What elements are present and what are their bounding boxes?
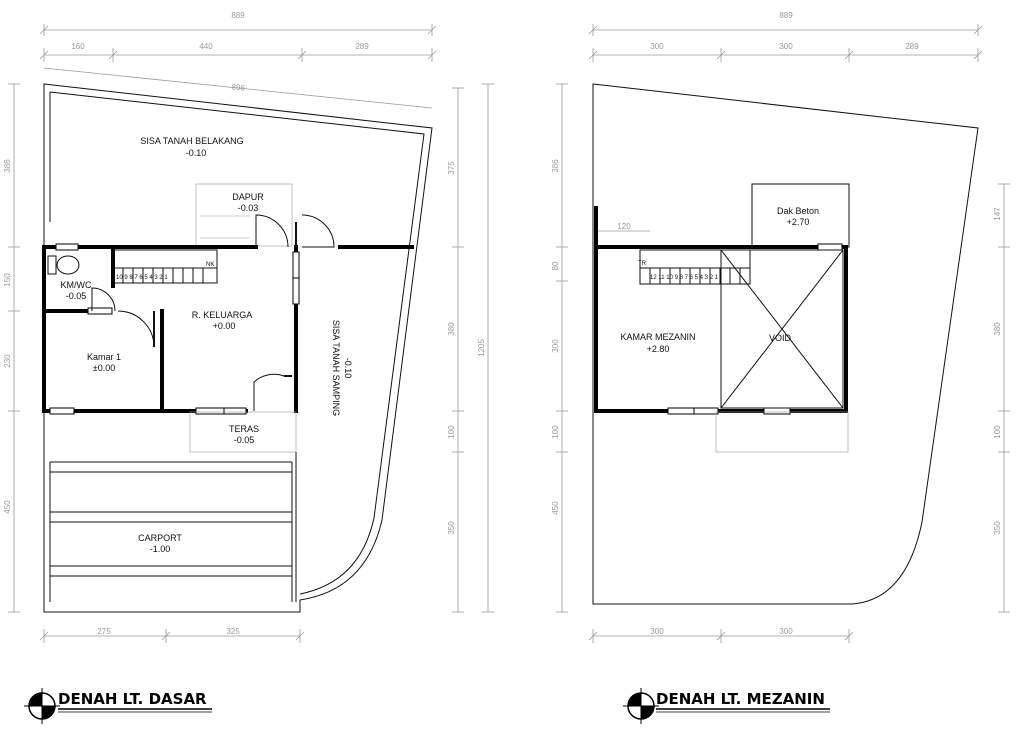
room-dapur-level: -0.03 [238,203,259,213]
room-samping-level: -0.10 [343,358,353,379]
ground-doors [91,214,335,411]
ground-title-block: DENAH LT. DASAR [24,688,212,724]
ground-floor-plan: 889 160 440 289 896 386 150 [3,11,494,643]
room-kmwc-name: KM/WC [61,280,92,290]
ground-right-dimensions: 375 380 100 350 1205 [447,83,494,613]
ground-dim-total: 889 [231,11,245,20]
mezz-dim-bottom-b: 300 [779,627,793,636]
ground-dim-diagonal: 896 [231,82,246,92]
ground-dim-left-a: 386 [3,159,12,173]
room-carport-name: CARPORT [138,533,182,543]
ground-bottom-dimensions: 275 325 [39,627,305,643]
room-teras-name: TERAS [229,424,259,434]
ground-stair-label: NK [206,262,214,268]
ground-window [49,407,75,415]
mezz-plan-title: DENAH LT. MEZANIN [656,690,825,708]
mezz-dim-right-d: 350 [993,521,1002,535]
mezz-dim-right-c: 100 [993,425,1002,439]
ground-dim-right-d: 350 [447,521,456,535]
ground-dim-left-b: 150 [3,273,12,287]
ground-dim-top-c: 289 [355,42,369,51]
mezz-site-boundary [592,83,979,605]
ground-window [223,407,247,415]
ground-top-dimensions: 889 160 440 289 896 [39,11,437,109]
ground-dim-bottom-a: 275 [97,627,111,636]
mezz-left-dimensions: 386 80 300 100 450 [551,83,568,613]
mezz-dim-left-c: 300 [551,339,560,353]
mezz-dim-bottom-a: 300 [650,627,664,636]
ground-dim-top-a: 160 [71,42,85,51]
ground-dim-right-total: 1205 [477,339,486,357]
mezz-dim-total: 889 [779,11,793,20]
room-dak-name: Dak Beton [777,206,819,216]
ground-dim-top-b: 440 [199,42,213,51]
mezz-window [817,243,843,251]
void-area [715,249,849,453]
mezz-dim-top-c: 289 [905,42,919,51]
ground-dim-left-c: 230 [3,354,12,368]
ground-stair-numbers: 10 9 8 7 6 5 4 3 2 1 [116,275,168,281]
mezz-top-dimensions: 889 300 300 289 [588,11,983,62]
room-mezanin-name: KAMAR MEZANIN [620,332,695,342]
ground-window [195,407,225,415]
mezzanine-floor-plan: 889 300 300 289 386 80 300 10 [551,11,1010,643]
mezz-dim-top-a: 300 [650,42,664,51]
section-marker-icon [24,688,60,724]
mezz-dim-left-b: 80 [551,261,560,270]
room-void-name: VOID [769,333,792,343]
teras-area [189,411,297,453]
room-samping-name: SISA TANAH SAMPING [331,320,341,416]
room-kamar1-name: Kamar 1 [87,352,121,362]
section-marker-icon [623,688,659,724]
ground-site-boundary-inner [49,91,425,595]
mezz-dim-top-b: 300 [779,42,793,51]
room-dapur-name: DAPUR [232,192,264,202]
room-dak-level: +2.70 [787,217,810,227]
ground-dim-right-b: 380 [447,322,456,336]
mezz-right-dimensions: 147 380 100 350 [993,183,1010,613]
ground-plan-title: DENAH LT. DASAR [58,690,207,708]
mezz-title-block: DENAH LT. MEZANIN [623,688,830,724]
ground-window [292,277,300,305]
ground-window [87,307,113,315]
mezz-stair-numbers: 12 11 10 9 8 7 6 5 4 3 2 1 [650,275,719,281]
ground-left-dimensions: 386 150 230 450 [3,83,20,613]
room-keluarga-name: R. KELUARGA [192,310,253,320]
mezz-dim-left-a: 386 [551,159,560,173]
mezz-window [667,407,695,415]
mezz-dim-left-e: 450 [551,501,560,515]
mezz-walls [594,206,848,413]
mezz-dim-small: 120 [617,222,631,231]
room-mezanin-level: +2.80 [647,344,670,354]
mezz-stair-label: TR [638,261,647,267]
mezz-stair: TR 12 11 10 9 8 7 6 5 4 3 2 1 [638,249,751,285]
room-carport-level: -1.00 [150,544,171,554]
ground-dim-bottom-b: 325 [226,627,240,636]
room-kamar1-level: ±0.00 [93,363,115,373]
room-sisa-belakang-name: SISA TANAH BELAKANG [140,136,243,146]
room-kmwc-level: -0.05 [66,291,87,301]
room-sisa-belakang-level: -0.10 [186,148,207,158]
room-teras-level: -0.05 [234,435,255,445]
mezz-dim-right-b: 380 [993,322,1002,336]
ground-stair: NK 10 9 8 7 6 5 4 3 2 1 [112,249,218,284]
ground-dim-right-a: 375 [447,161,456,175]
mezz-dim-left-d: 100 [551,425,560,439]
ground-dim-left-d: 450 [3,500,12,514]
mezz-bottom-dimensions: 300 300 [588,627,854,643]
room-keluarga-level: +0.00 [213,321,236,331]
toilet-fixture [47,255,80,275]
mezz-dim-right-a: 147 [993,207,1002,221]
mezz-window [763,407,791,415]
ground-window [55,243,79,251]
ground-site-boundary-outer [43,83,433,613]
ground-dim-right-c: 100 [447,425,456,439]
mezz-window [693,407,719,415]
ground-window [292,251,300,279]
